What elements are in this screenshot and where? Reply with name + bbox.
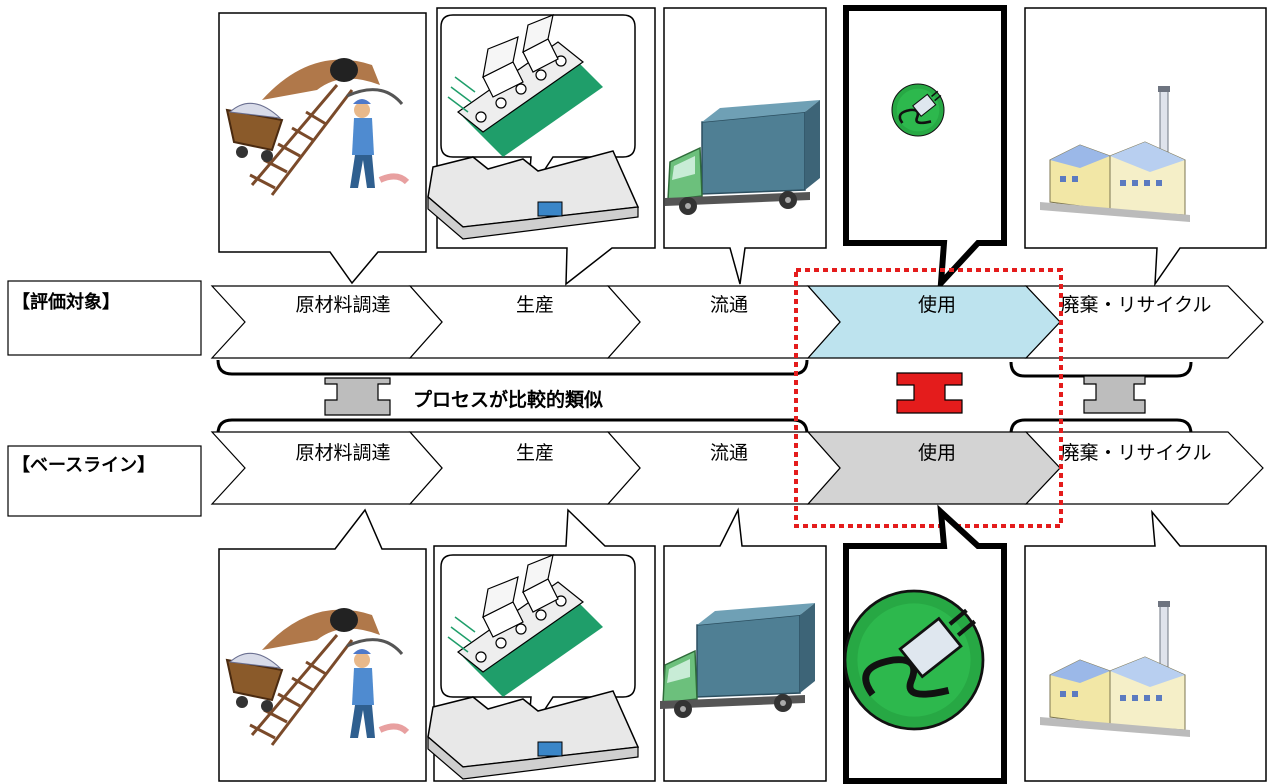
row-label-baseline-text: 【ベースライン】: [12, 455, 155, 476]
top-icon-boxes: [218, 5, 1267, 292]
target-stage-production: 生産: [516, 294, 554, 316]
baseline-disposal-bracket: [1009, 418, 1193, 435]
power-plug-icon: [845, 591, 983, 729]
row-label-target-text: 【評価対象】: [12, 291, 120, 313]
baseline-stage-distribution: 流通: [710, 442, 748, 464]
target-stage-use: 使用: [918, 294, 956, 316]
top-callout-production: [427, 7, 656, 286]
similar-arrow-left: [324, 377, 391, 416]
target-disposal-bracket: [1009, 361, 1193, 378]
bottom-callout-disposal: [1024, 509, 1267, 782]
row-label-baseline: 【ベースライン】: [7, 445, 202, 517]
similar-arrow-right: [1083, 375, 1146, 414]
top-callout-disposal: [1024, 7, 1267, 287]
target-stage-raw-materials: 原材料調達: [295, 294, 390, 316]
row-label-target: 【評価対象】: [7, 280, 202, 356]
target-stage-distribution: 流通: [710, 294, 748, 316]
top-callout-use: [843, 5, 1007, 292]
baseline-stage-production: 生産: [516, 442, 554, 464]
baseline-similar-bracket: [216, 418, 809, 435]
bottom-callout-production: [427, 508, 656, 782]
top-callout-distribution: [663, 7, 827, 285]
different-arrow-use: [896, 372, 963, 414]
baseline-stage-disposal: 廃棄・リサイクル: [1060, 442, 1211, 464]
target-stage-row: 原材料調達 生産 流通 使用 廃棄・リサイクル: [210, 285, 1264, 359]
bottom-callout-use: [845, 504, 1007, 784]
power-plug-icon: [890, 82, 946, 138]
bottom-callout-raw-materials: [218, 508, 427, 782]
comparison-note: プロセスが比較的類似: [413, 388, 603, 411]
bottom-icon-boxes: [218, 504, 1267, 784]
baseline-stage-raw-materials: 原材料調達: [295, 442, 390, 464]
baseline-stage-use: 使用: [918, 442, 956, 464]
target-similar-bracket: [216, 359, 809, 376]
factory-icon: [427, 554, 639, 780]
baseline-stage-row: 原材料調達 生産 流通 使用 廃棄・リサイクル: [210, 431, 1264, 505]
target-stage-disposal: 廃棄・リサイクル: [1060, 294, 1211, 316]
bottom-callout-distribution: [659, 507, 827, 782]
top-callout-raw-materials: [218, 12, 427, 285]
factory-icon: [427, 14, 639, 240]
use-stage-highlight-box: [794, 268, 1063, 528]
